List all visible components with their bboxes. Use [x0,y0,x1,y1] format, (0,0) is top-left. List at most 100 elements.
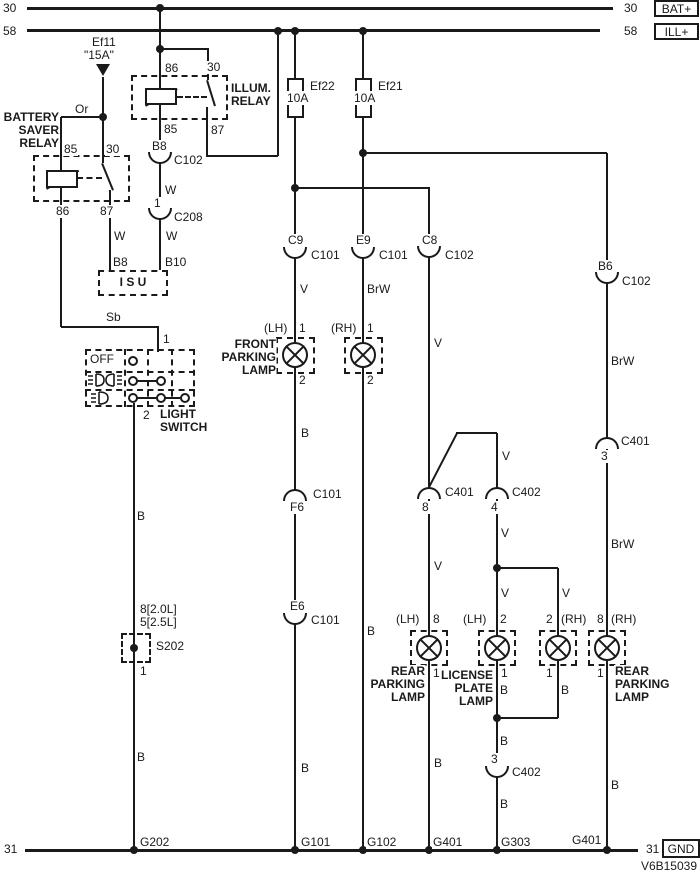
junction-dot [156,45,164,53]
connector-3-c401-symbol [595,437,619,449]
wire-segment [362,31,364,850]
wire-color-v-4: V [433,559,444,573]
junction-dot [603,846,611,854]
junction-dot [291,184,299,192]
connector-e6-c101-symbol [283,613,307,625]
light-switch-contact [156,376,166,386]
wire-color-b-11: B [136,750,147,764]
license-lamp-rh-pin-2: 2 [545,612,554,626]
connector-e9-c101-symbol [351,247,375,259]
junction-dot [359,846,367,854]
bsr-pin-85: 85 [63,142,79,156]
connector-c9-c101-symbol [283,247,307,259]
bsr-pin-30: 30 [105,142,121,156]
connector-c8-pin: C8 [421,233,439,247]
connector-c8-c102-symbol [417,246,441,258]
connector-b6-name: C102 [621,274,652,288]
wire-color-v-1: V [299,282,310,296]
connector-b8-c102-name: C102 [173,153,204,167]
wire-color-brw-2: BrW [610,354,636,368]
front-lamp-lh-pin-2: 2 [298,373,307,387]
junction-dot [99,113,107,121]
wire-segment [456,432,497,434]
license-lamp-lh-pin-2: 2 [499,612,508,626]
wire-segment [124,349,126,407]
fuse-ef21-rating: 10A [353,91,377,105]
rear-parking-lamp-lh-symbol [416,635,442,661]
junction-dot [493,564,501,572]
light-switch-parking-icon [91,391,109,405]
wire-segment [85,371,195,373]
wire-segment [497,717,558,719]
wire-segment [606,153,608,850]
rear-lamp-lh-tag: (LH) [395,612,421,626]
bsr-pin-86: 86 [55,204,71,218]
wire-segment [85,389,195,391]
connector-8-c401-symbol [417,487,441,499]
connector-c208-name: C208 [173,210,204,224]
wire-segment [133,403,135,850]
light-switch-contact [128,393,138,403]
gnd-tag: GND [662,839,700,858]
front-lamp-rh-tag: (RH) [330,321,358,335]
connector-c402-3-pin: 3 [490,752,499,766]
wire-color-v-2: V [433,336,444,350]
wire-color-b-2: B [300,761,311,775]
rail-31-label-right: 31 [645,842,661,856]
wire-color-w-3: W [165,229,179,243]
fuse-ef22-rating: 10A [286,91,310,105]
license-plate-lamp-lh-symbol [484,635,510,661]
wire-segment [206,107,208,156]
front-parking-lamp-rh-symbol [350,342,376,368]
bsr-relay-coil [46,170,78,188]
license-lamp-rh-tag: (RH) [560,612,588,626]
license-plate-lamp-rh-symbol [545,635,571,661]
light-switch-headlamp-icon [88,373,122,387]
rear-lamp-lh-pin-8: 8 [432,612,441,626]
wire-color-w-1: W [164,183,178,197]
fuse-ef22-name: Ef22 [309,79,336,93]
wire-segment [428,433,458,488]
wire-segment [157,327,159,352]
bat-plus-label: BAT+ [661,1,692,16]
ill-plus-tag: ILL+ [654,23,699,40]
junction-dot [291,27,299,35]
rail-30-label-left: 30 [2,1,18,15]
connector-b8-c102-pin: B8 [151,139,168,153]
connector-c9-pin: C9 [287,233,305,247]
fuse-ef11-name: Ef11 [91,35,117,49]
connector-3-c402-symbol [485,766,509,778]
rear-parking-lamp-rh-box [588,630,626,666]
rear-parking-lamp-lh-label: REAR PARKING LAMP [369,664,426,704]
front-parking-lamp-rh-box [344,337,383,374]
connector-c402-3-name: C402 [511,765,542,779]
wire-segment [27,29,600,32]
light-switch-label: LIGHT SWITCH [159,407,209,434]
illum-pin-86: 86 [164,61,180,75]
rear-parking-lamp-lh-box [410,630,448,666]
wire-color-b-3: B [366,624,377,638]
wire-color-b-5: B [560,683,571,697]
ground-g303: G303 [500,835,532,849]
connector-e6-name: C101 [310,613,341,627]
connector-b6-pin: B6 [597,259,614,273]
junction-dot [156,4,164,12]
wire-color-b-6: B [499,734,510,748]
light-switch-contact [156,393,166,403]
illum-relay-box [131,75,228,120]
splice-s202-box [121,633,151,663]
battery-saver-relay-label: BATTERY SAVER RELAY [2,110,60,150]
battery-saver-relay-box [33,155,130,202]
isu-label: I S U [118,275,148,289]
wire-color-b-8: B [433,756,444,770]
front-lamp-lh-tag: (LH) [263,321,289,335]
front-lamp-rh-pin-1: 1 [366,321,375,335]
splice-s202-note-2: 5[2.5L] [139,615,178,629]
illum-relay-coil [145,88,177,105]
front-parking-lamp-lh-box [276,337,315,374]
junction-dot [130,644,138,652]
fuse-ef22-symbol [287,105,304,118]
wire-segment [61,326,159,328]
wire-segment [25,849,638,852]
wire-segment [159,8,161,270]
